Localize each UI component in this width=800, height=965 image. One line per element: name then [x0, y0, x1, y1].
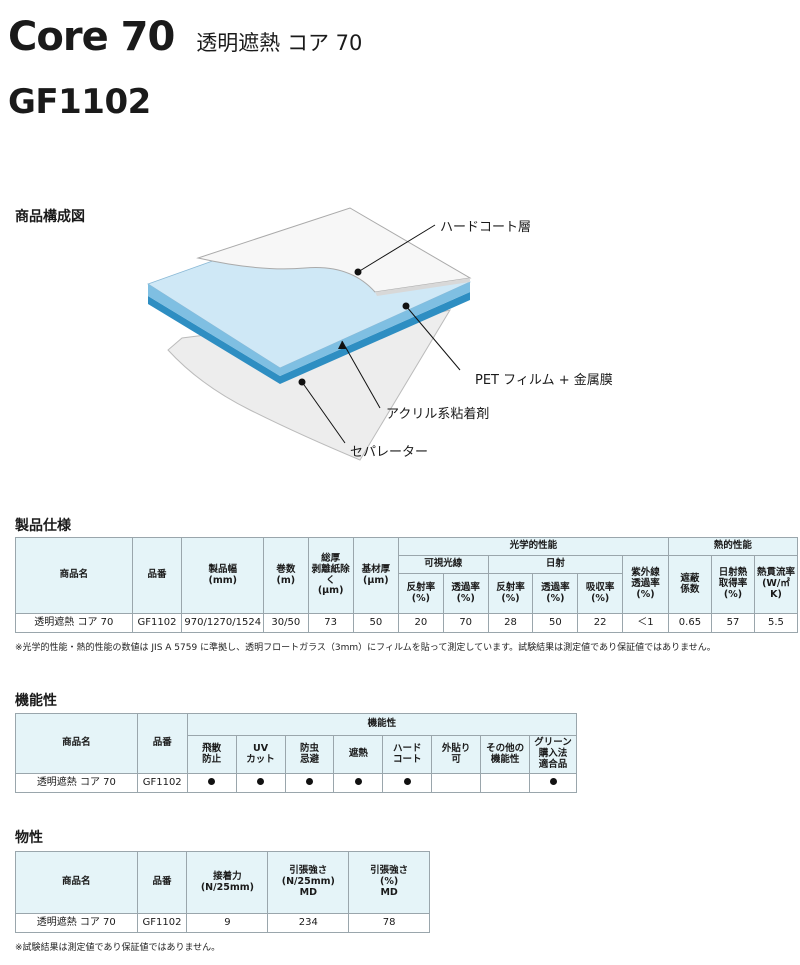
func-col-c1: 飛散 防止 [186, 735, 237, 774]
col-sol-trans: 透過率 (%) [532, 573, 579, 614]
col-total: 総厚 剥離紙除く (μm) [307, 537, 354, 614]
group-thermal: 熱的性能 [667, 537, 799, 556]
func-col-name: 商品名 [15, 713, 138, 774]
col-code: 品番 [131, 537, 183, 614]
cell-name: 透明遮熱 コア 70 [15, 613, 133, 633]
hardcoat-sheet [196, 207, 472, 293]
phys-heading: 物性 [15, 830, 43, 846]
spec-heading: 製品仕様 [15, 518, 71, 534]
func-col-c8: グリーン 購入法 適合品 [529, 735, 577, 774]
func-table: 商品名 品番 機能性 飛散 防止 UV カット 防虫 忌避 遮熱 ハード コート… [15, 713, 578, 793]
cell-sol-abs: 22 [577, 613, 624, 633]
func-cell-code: GF1102 [136, 773, 188, 793]
func-mark [235, 773, 286, 793]
product-subtitle: 透明遮熱 コア 70 [196, 31, 363, 55]
title-row: Core 70 透明遮熱 コア 70 [8, 14, 362, 74]
func-col-c5: ハード コート [382, 735, 433, 774]
hardcoat-edge [375, 278, 470, 296]
cell-sol-refl: 28 [487, 613, 534, 633]
check-dot-icon [305, 778, 313, 786]
func-mark [186, 773, 237, 793]
check-dot-icon [549, 778, 557, 786]
cell-sol-trans: 50 [532, 613, 579, 633]
cell-vis-trans: 70 [442, 613, 489, 633]
phys-cell-elong: 78 [348, 913, 430, 933]
func-mark [382, 773, 433, 793]
func-group: 機能性 [186, 713, 578, 736]
func-mark [431, 773, 482, 793]
group-optical: 光学的性能 [397, 537, 669, 556]
diagram-heading: 商品構成図 [15, 209, 85, 225]
cell-roll: 30/50 [263, 613, 309, 633]
col-vis-trans: 透過率 (%) [442, 573, 489, 614]
check-dot-icon [257, 778, 265, 786]
layer-diagram [147, 207, 472, 461]
col-width: 製品幅 (mm) [181, 537, 265, 614]
cell-gain: 57 [711, 613, 755, 633]
col-shade: 遮蔽 係数 [667, 555, 713, 614]
cell-u: 5.5 [753, 613, 799, 633]
phys-table: 商品名 品番 接着力 (N/25mm) 引張強さ (N/25mm) MD 引張強… [15, 851, 430, 933]
func-mark [284, 773, 335, 793]
func-col-c3: 防虫 忌避 [284, 735, 335, 774]
phys-note: ※試験結果は測定値であり保証値ではありません。 [15, 943, 221, 953]
func-heading: 機能性 [15, 693, 57, 709]
phys-col-code: 品番 [136, 851, 188, 914]
table-row: 透明遮熱 コア 70 GF1102 970/1270/1524 30/50 73… [15, 613, 799, 633]
func-col-c2: UV カット [235, 735, 286, 774]
col-base: 基材厚 (μm) [352, 537, 399, 614]
func-col-code: 品番 [136, 713, 188, 774]
cell-width: 970/1270/1524 [181, 613, 265, 633]
cell-shade: 0.65 [667, 613, 713, 633]
col-vis-refl: 反射率 (%) [397, 573, 444, 614]
col-gain: 日射熱 取得率 (%) [711, 555, 755, 614]
check-dot-icon [403, 778, 411, 786]
cell-uv: ＜1 [622, 613, 669, 633]
phys-cell-name: 透明遮熱 コア 70 [15, 913, 138, 933]
check-dot-icon [208, 778, 216, 786]
func-mark [480, 773, 531, 793]
col-name: 商品名 [15, 537, 133, 614]
col-uv: 紫外線 透過率 (%) [622, 555, 669, 614]
label-acrylic: アクリル系粘着剤 [386, 407, 490, 422]
func-mark [529, 773, 577, 793]
phys-cell-adh: 9 [186, 913, 269, 933]
phys-col-adh: 接着力 (N/25mm) [186, 851, 269, 914]
film-edge-bottom [148, 292, 470, 384]
col-sol-refl: 反射率 (%) [487, 573, 534, 614]
table-row: 透明遮熱 コア 70 GF1102 [15, 773, 577, 793]
cell-code: GF1102 [131, 613, 183, 633]
col-sol-abs: 吸収率 (%) [577, 573, 624, 614]
phys-col-tensile: 引張強さ (N/25mm) MD [267, 851, 350, 914]
func-col-c7: その他の 機能性 [480, 735, 531, 774]
col-u: 熱貫流率 (W/㎡K) [753, 555, 799, 614]
phys-cell-code: GF1102 [136, 913, 188, 933]
product-code: GF1102 [8, 82, 151, 122]
cell-base: 50 [352, 613, 399, 633]
table-row: 透明遮熱 コア 70 GF1102 9 234 78 [15, 913, 430, 933]
func-cell-name: 透明遮熱 コア 70 [15, 773, 138, 793]
spec-note: ※光学的性能・熱的性能の数値は JIS A 5759 に準拠し、透明フロートガラ… [15, 643, 716, 653]
func-col-c6: 外貼り 可 [431, 735, 482, 774]
product-title: Core 70 [8, 14, 175, 60]
label-hardcoat: ハードコート層 [440, 220, 532, 235]
phys-col-name: 商品名 [15, 851, 138, 914]
func-mark [333, 773, 384, 793]
label-pet: PET フィルム + 金属膜 [475, 373, 613, 388]
label-separator: セパレーター [350, 445, 429, 460]
group-solar: 日射 [487, 555, 624, 574]
col-roll: 巻数 (m) [263, 537, 309, 614]
group-visible: 可視光線 [397, 555, 489, 574]
cell-vis-refl: 20 [397, 613, 444, 633]
phys-cell-tensile: 234 [267, 913, 350, 933]
check-dot-icon [354, 778, 362, 786]
spec-table: 商品名 品番 製品幅 (mm) 巻数 (m) 総厚 剥離紙除く (μm) 基材厚… [15, 537, 799, 633]
phys-col-elong: 引張強さ (%) MD [348, 851, 430, 914]
film-edge-mid [148, 282, 470, 376]
func-col-c4: 遮熱 [333, 735, 384, 774]
cell-total: 73 [307, 613, 354, 633]
